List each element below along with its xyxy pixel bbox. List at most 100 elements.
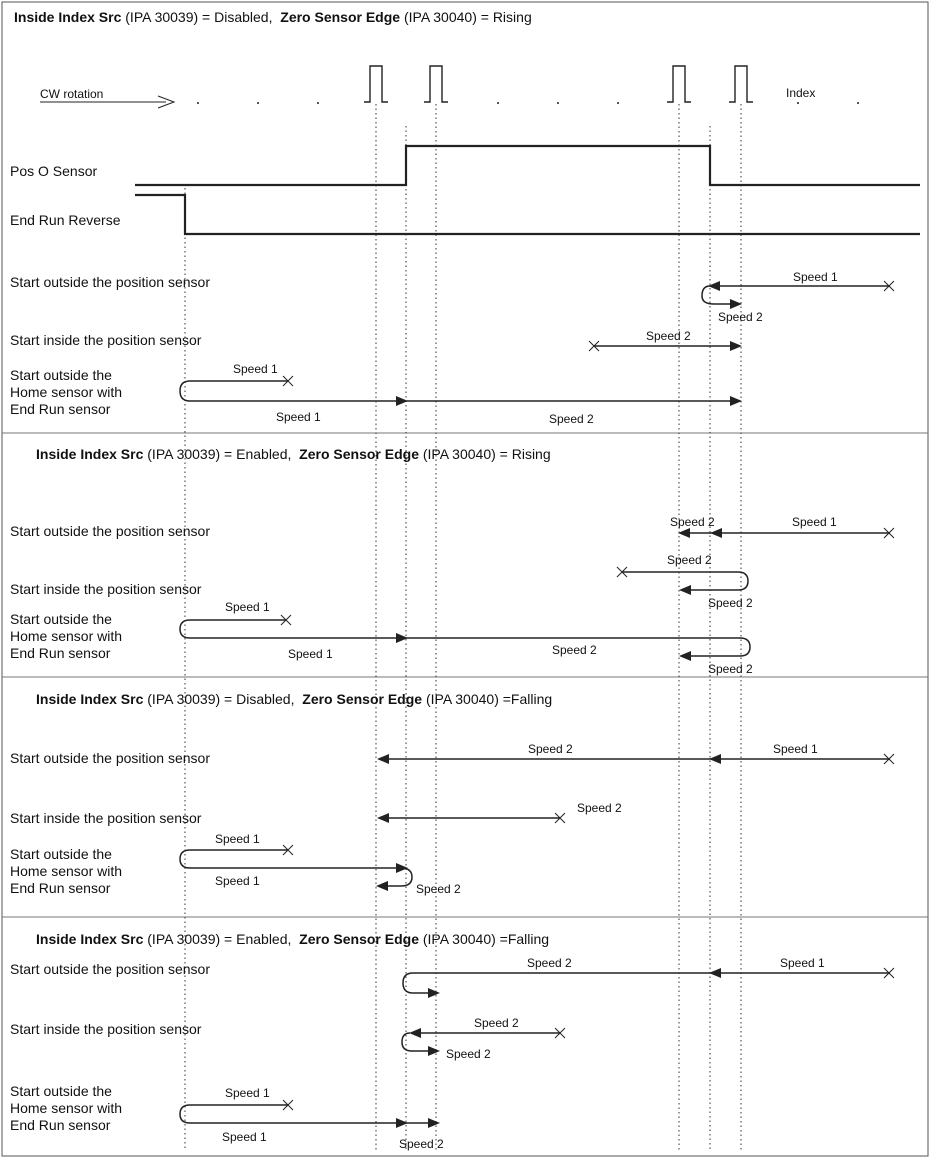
home-label-line-1: Start outside the	[10, 611, 112, 627]
index-label: Index	[786, 86, 815, 100]
start-cross-icon	[282, 375, 294, 387]
home-label-line-1: Start outside the	[10, 367, 112, 383]
start-cross-icon	[588, 340, 600, 352]
arrow-right-icon	[428, 1046, 440, 1056]
speed-label: Speed 1	[276, 410, 321, 424]
index-pulse	[729, 65, 753, 103]
speed-label: Speed 1	[288, 647, 333, 661]
arrow-right-icon	[730, 396, 742, 406]
arrow-right-icon	[730, 341, 742, 351]
pos-o-sensor-label: Pos O Sensor	[10, 163, 97, 179]
arrow-right-icon	[396, 863, 408, 873]
speed-label: Speed 1	[773, 742, 818, 756]
start-cross-icon	[554, 1027, 566, 1039]
speed-label: Speed 1	[780, 956, 825, 970]
start-outside-label: Start outside the position sensor	[10, 750, 210, 766]
start-cross-icon	[280, 614, 292, 626]
end-run-reverse-signal	[135, 193, 920, 236]
arrow-left-icon	[709, 968, 721, 978]
speed-label: Speed 2	[416, 882, 461, 896]
speed-label: Speed 1	[233, 362, 278, 376]
speed-label: Speed 2	[549, 412, 594, 426]
speed-label: Speed 2	[399, 1137, 444, 1151]
cw-rotation-label: CW rotation	[40, 87, 103, 101]
move-path	[402, 972, 890, 994]
start-inside-label: Start inside the position sensor	[10, 581, 202, 597]
index-pulse	[667, 65, 691, 103]
arrow-left-icon	[709, 754, 721, 764]
index-pulse	[364, 65, 388, 103]
arrow-left-icon	[409, 1028, 421, 1038]
move-path	[701, 285, 732, 305]
arrow-left-icon	[708, 281, 720, 291]
start-cross-icon	[282, 1099, 294, 1111]
start-outside-label: Start outside the position sensor	[10, 274, 210, 290]
arrow-left-icon	[377, 813, 389, 823]
section-4-header: Inside Index Src (IPA 30039) = Enabled, …	[36, 931, 549, 947]
home-label-line-3: End Run sensor	[10, 645, 111, 661]
speed-label: Speed 1	[225, 1086, 270, 1100]
move-path	[179, 380, 734, 402]
arrow-right-icon	[396, 633, 408, 643]
move-path	[179, 619, 751, 657]
home-label-line-1: Start outside the	[10, 1083, 112, 1099]
speed-label: Speed 1	[215, 832, 260, 846]
arrow-left-icon	[376, 881, 388, 891]
home-label-line-2: Home sensor with	[10, 628, 122, 644]
cw-rotation-arrow-icon	[157, 95, 176, 109]
index-pulse	[424, 65, 448, 103]
home-label-line-3: End Run sensor	[10, 880, 111, 896]
speed-label: Speed 2	[474, 1016, 519, 1030]
move-path	[622, 571, 749, 591]
rotation-dots	[197, 102, 859, 104]
pos-o-sensor-signal	[135, 144, 920, 187]
start-cross-icon	[883, 527, 895, 539]
arrow-right-icon	[396, 1118, 408, 1128]
section-1-header: Inside Index Src (IPA 30039) = Disabled,…	[14, 9, 532, 25]
home-label-line-2: Home sensor with	[10, 863, 122, 879]
start-cross-icon	[883, 753, 895, 765]
speed-label: Speed 2	[708, 662, 753, 676]
speed-label: Speed 2	[708, 596, 753, 610]
speed-label: Speed 1	[222, 1130, 267, 1144]
speed-label: Speed 2	[528, 742, 573, 756]
speed-label: Speed 2	[718, 310, 763, 324]
speed-label: Speed 1	[793, 270, 838, 284]
start-cross-icon	[616, 566, 628, 578]
section-2-header: Inside Index Src (IPA 30039) = Enabled, …	[36, 446, 551, 462]
start-cross-icon	[282, 844, 294, 856]
arrow-left-icon	[678, 528, 690, 538]
home-label-line-2: Home sensor with	[10, 384, 122, 400]
home-label-line-3: End Run sensor	[10, 401, 111, 417]
speed-label: Speed 2	[670, 515, 715, 529]
speed-label: Speed 1	[215, 874, 260, 888]
start-inside-label: Start inside the position sensor	[10, 332, 202, 348]
home-label-line-3: End Run sensor	[10, 1117, 111, 1133]
start-cross-icon	[883, 967, 895, 979]
start-cross-icon	[554, 812, 566, 824]
speed-label: Speed 2	[552, 643, 597, 657]
home-label-line-2: Home sensor with	[10, 1100, 122, 1116]
move-path	[401, 1032, 430, 1052]
start-inside-label: Start inside the position sensor	[10, 810, 202, 826]
arrow-left-icon	[710, 528, 722, 538]
speed-label: Speed 2	[646, 329, 691, 343]
guide-lines	[184, 104, 742, 1150]
start-outside-label: Start outside the position sensor	[10, 523, 210, 539]
arrow-right-icon	[428, 988, 440, 998]
start-outside-label: Start outside the position sensor	[10, 961, 210, 977]
end-run-reverse-label: End Run Reverse	[10, 212, 121, 228]
section-3-header: Inside Index Src (IPA 30039) = Disabled,…	[36, 691, 552, 707]
move-path	[179, 1104, 430, 1124]
arrow-right-icon	[396, 396, 408, 406]
arrow-left-icon	[679, 651, 691, 661]
arrow-left-icon	[377, 754, 389, 764]
speed-label: Speed 2	[527, 956, 572, 970]
start-cross-icon	[883, 280, 895, 292]
speed-label: Speed 1	[792, 515, 837, 529]
arrow-right-icon	[428, 1118, 440, 1128]
arrow-left-icon	[679, 585, 691, 595]
index-pulses	[364, 65, 753, 103]
move-path	[179, 849, 413, 887]
